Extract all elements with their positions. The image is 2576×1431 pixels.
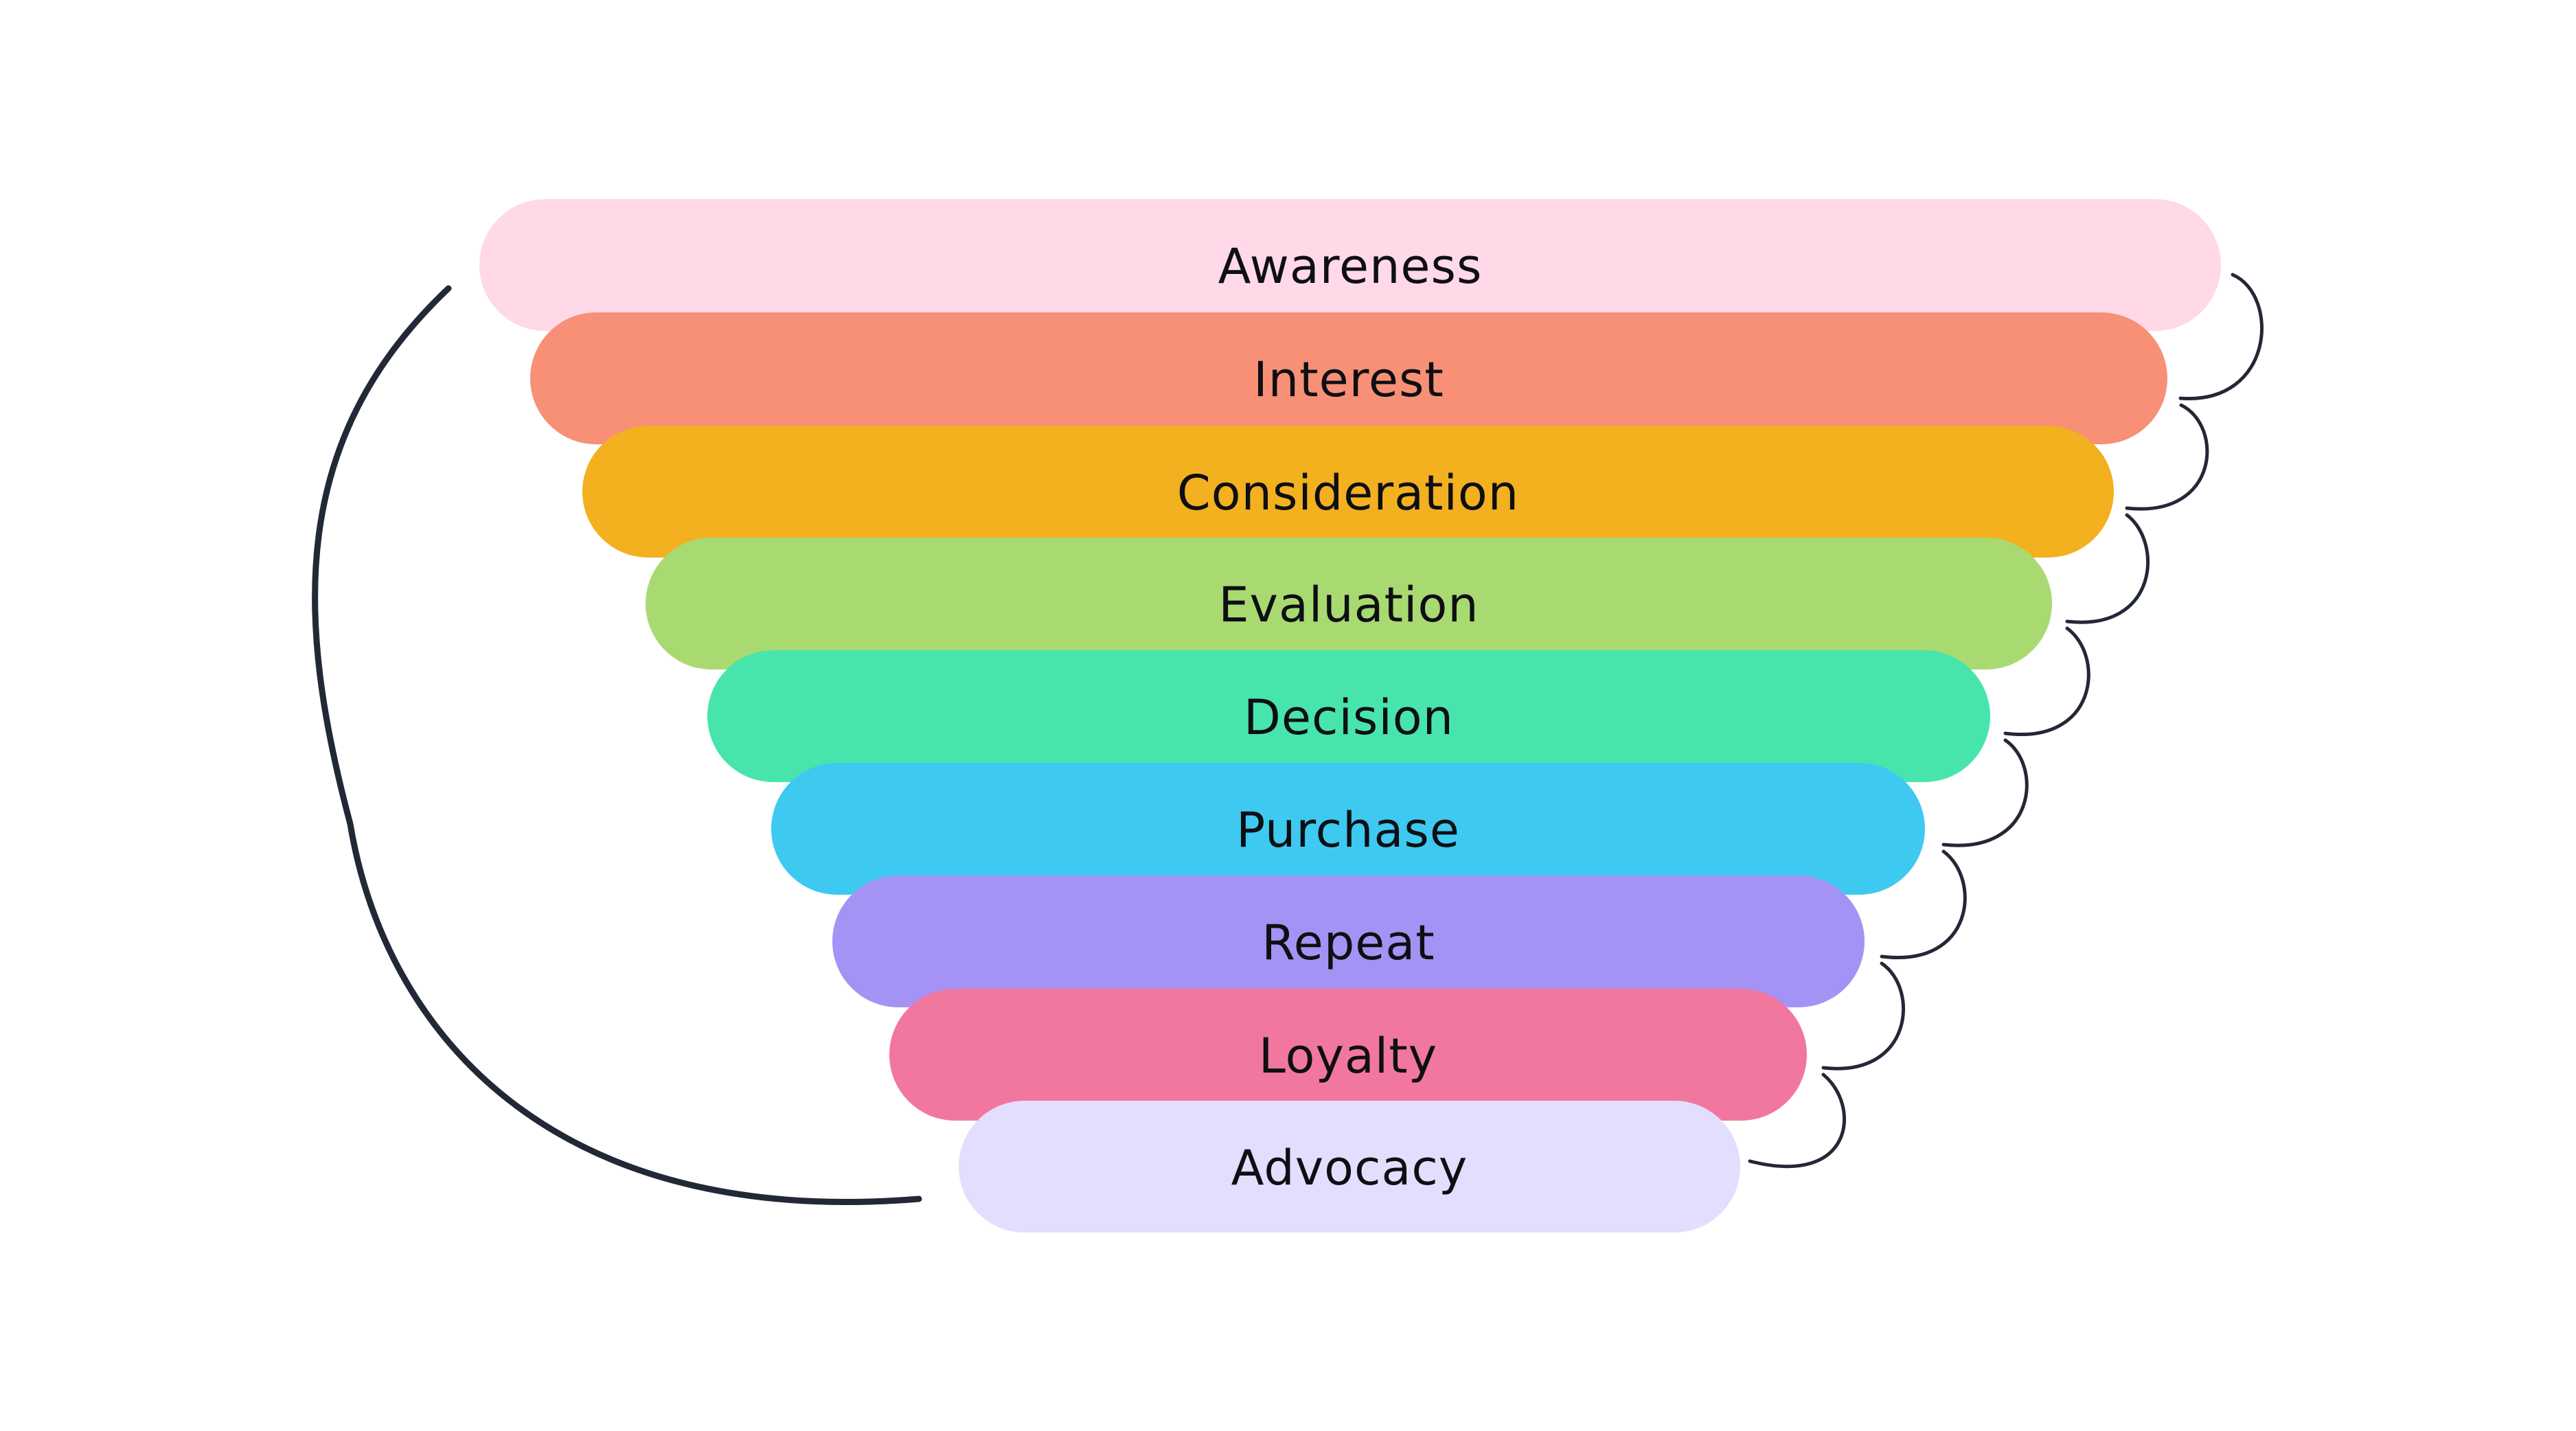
stage-advocacy: Advocacy: [959, 1101, 1740, 1233]
stage-interest: Interest: [530, 312, 2167, 444]
stage-label: Purchase: [1236, 802, 1460, 858]
stage-label: Repeat: [1262, 915, 1435, 971]
stage-label: Loyalty: [1258, 1028, 1438, 1084]
stage-label: Interest: [1253, 352, 1444, 408]
stage-purchase: Purchase: [771, 763, 1925, 895]
stage-repeat: Repeat: [832, 875, 1865, 1007]
stage-awareness: Awareness: [479, 199, 2221, 331]
stage-loyalty: Loyalty: [889, 989, 1807, 1121]
stage-label: Awareness: [1218, 238, 1483, 295]
stage-label: Advocacy: [1231, 1140, 1468, 1196]
stage-label: Decision: [1243, 689, 1454, 746]
stage-label: Consideration: [1176, 465, 1520, 521]
stage-label: Evaluation: [1218, 577, 1479, 633]
